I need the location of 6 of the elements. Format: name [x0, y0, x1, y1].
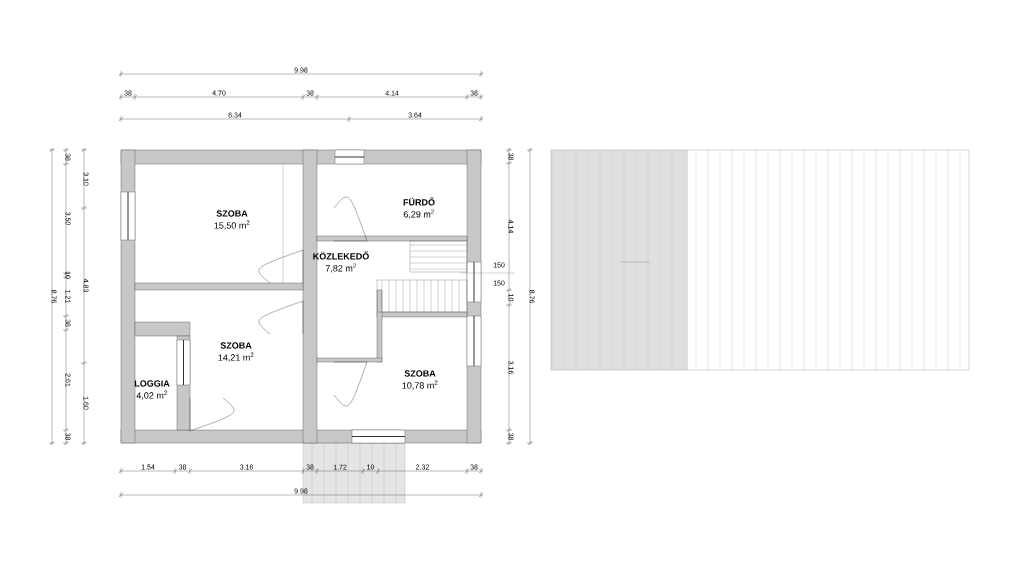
- room-label: SZOBA 14,21 m$^{2}$: [218, 342, 254, 362]
- room-label: SZOBA 10,78 m$^{2}$: [402, 370, 438, 390]
- room-label: LOGGIA 4,02 m$^{2}$: [134, 380, 170, 400]
- room-label: KÖZLEKEDŐ 7,82 m$^{2}$: [313, 251, 369, 273]
- room-label: SZOBA 15,50 m$^{2}$: [214, 210, 250, 230]
- room-label: FÜRDŐ 6,29 m$^{2}$: [403, 197, 435, 219]
